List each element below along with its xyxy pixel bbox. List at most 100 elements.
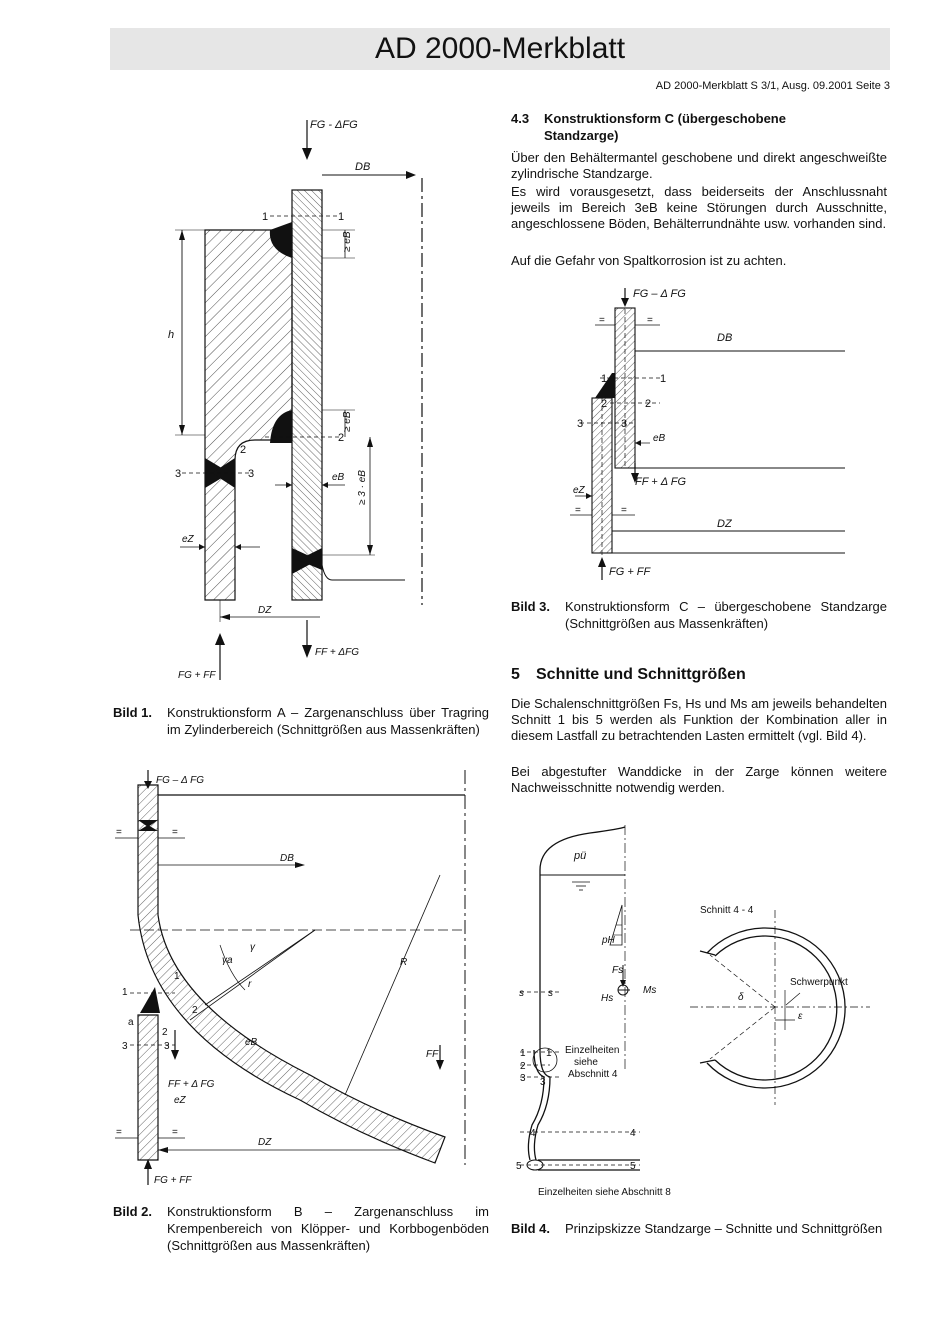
fig3-dz: DZ (717, 518, 733, 530)
section-5-number: 5 (511, 666, 520, 683)
fig3-force-bottom: FG + FF (609, 566, 652, 578)
fig4-epsilon: ε (798, 1011, 803, 1022)
figure-2-caption-label: Bild 2. (113, 1204, 153, 1219)
figure-1-caption-text: Konstruktionsform A – Zargenanschluss üb… (167, 705, 489, 737)
figure-1-caption-label: Bild 1. (113, 705, 153, 720)
figure-4-caption: Bild 4. Prinzipskizze Standzarge – Schni… (511, 1220, 887, 1256)
fig2-dz: DZ (258, 1137, 272, 1148)
figure-2-caption-text: Konstruktionsform B – Zargenanschluss im… (167, 1204, 489, 1253)
running-head: AD 2000-Merkblatt S 3/1, Ausg. 09.2001 S… (655, 80, 890, 92)
section-4-3-para-1: Über den Behältermantel geschobene und d… (511, 150, 887, 182)
fig2-gamma: γ (250, 942, 256, 953)
fig2-ez: eZ (174, 1095, 187, 1106)
fig2-c1: 1 (122, 987, 128, 998)
fig3-force-top: FG – Δ FG (633, 288, 686, 300)
figure-3-caption: Bild 3. Konstruktionsform C – übergescho… (511, 598, 887, 634)
section-4-3-para-2: Es wird vorausgesetzt, dass beiderseits … (511, 184, 887, 232)
fig1-c1r: 1 (338, 211, 344, 223)
fig4-s-left: s (519, 988, 524, 999)
figure-2-caption: Bild 2. Konstruktionsform B – Zargenansc… (113, 1203, 489, 1255)
fig3-db: DB (717, 332, 732, 344)
fig4-hs: Hs (601, 993, 613, 1004)
fig2-R: R (400, 957, 407, 968)
fig3-eq4: = (621, 505, 627, 516)
section-5-para-1: Die Schalenschnittgrößen Fs, Hs und Ms a… (511, 696, 887, 744)
fig3-c2: 2 (601, 398, 607, 410)
fig1-db-label: DB (355, 161, 370, 173)
fig4-n5r: 5 (630, 1161, 636, 1172)
figure-4-caption-label: Bild 4. (511, 1221, 551, 1236)
fig1-c2: 2 (240, 444, 246, 456)
fig3-c3: 3 (577, 418, 583, 430)
fig2-c2: 2 (162, 1027, 168, 1038)
section-5-para-2: Bei abgestufter Wanddicke in der Zarge k… (511, 764, 887, 796)
figure-1-caption: Bild 1. Konstruktionsform A – Zargenansc… (113, 704, 489, 756)
fig1-force-br: FF + ΔFG (315, 647, 359, 658)
fig4-n1: 1 (520, 1048, 526, 1059)
fig4-n4: 4 (530, 1128, 536, 1139)
fig3-c2r: 2 (645, 398, 651, 410)
figure-2-drawing: FG – Δ FG DB = = = = γ γa r R FF eB eZ D… (115, 770, 466, 1186)
fig4-n2: 2 (520, 1061, 526, 1072)
fig3-c1: 1 (601, 373, 607, 385)
fig1-force-bl: FG + FF (178, 670, 216, 681)
fig3-ez: eZ (573, 485, 586, 496)
fig1-eb: eB (332, 472, 345, 483)
fig2-r: r (248, 979, 252, 990)
fig1-ez: eZ (182, 534, 195, 545)
fig1-3eb: ≥ 3 · eB (357, 470, 368, 505)
fig1-eb-ge2: ≥ eB (342, 411, 353, 432)
fig1-c3r: 3 (248, 468, 254, 480)
fig2-force-mid: FF + Δ FG (168, 1079, 215, 1090)
fig4-schnitt44: Schnitt 4 - 4 (700, 905, 754, 916)
fig3-eq3: = (575, 505, 581, 516)
fig4-delta: δ (738, 992, 744, 1003)
figure-3-caption-label: Bild 3. (511, 599, 551, 614)
fig4-n1r: 1 (546, 1048, 552, 1059)
fig2-eq1: = (116, 827, 122, 838)
fig3-eb: eB (653, 433, 666, 444)
fig3-force-mid: FF + Δ FG (635, 476, 687, 488)
figure-3: FG – Δ FG DB eB eZ DZ FF + Δ FG FG + FF … (565, 283, 845, 583)
section-4-3-title: Konstruktionsform C (übergeschobene Stan… (544, 111, 786, 143)
fig2-eq3: = (116, 1127, 122, 1138)
figure-4-caption-text: Prinzipskizze Standzarge – Schnitte und … (565, 1221, 883, 1236)
fig4-n3: 3 (520, 1073, 526, 1084)
fig3-eq2: = (647, 315, 653, 326)
figure-1: FG - ΔFG DB h 1 1 ≥ eB ≥ eB 2 2 3 3 eB ≥… (160, 110, 450, 690)
fig2-c3b: 3 (164, 1041, 170, 1052)
fig3-eq1: = (599, 315, 605, 326)
fig4-ph: pH (601, 935, 616, 946)
fig1-c2r: 2 (338, 432, 344, 444)
fig2-eq4: = (172, 1127, 178, 1138)
section-4-3-number: 4.3 (511, 111, 530, 126)
fig4-schwerpunkt: Schwerpunkt (790, 977, 848, 988)
fig4-n5: 5 (516, 1161, 522, 1172)
fig2-force-top: FG – Δ FG (156, 775, 204, 786)
section-5-title: Schnitte und Schnittgrößen (536, 666, 746, 683)
fig1-c3: 3 (175, 468, 181, 480)
fig2-eq2: = (172, 827, 178, 838)
fig2-ff: FF (426, 1049, 439, 1060)
fig2-c1b: 1 (174, 971, 180, 982)
fig2-c3: 3 (122, 1041, 128, 1052)
fig4-pu: pü (573, 850, 586, 862)
document-title: AD 2000-Merkblatt (110, 28, 890, 70)
section-4-3-para-3: Auf die Gefahr von Spaltkorrosion ist zu… (511, 253, 787, 268)
figure-2: FG – Δ FG DB = = = = γ γa r R FF eB eZ D… (110, 765, 480, 1190)
fig1-force-top: FG - ΔFG (310, 119, 358, 131)
fig3-c1r: 1 (660, 373, 666, 385)
fig4-detail-bottom: Einzelheiten siehe Abschnitt 8 (538, 1187, 671, 1198)
figure-3-drawing: FG – Δ FG DB eB eZ DZ FF + Δ FG FG + FF … (570, 288, 845, 580)
fig2-c2b: 2 (192, 1005, 198, 1016)
fig4-ms: Ms (643, 985, 656, 996)
fig2-db: DB (280, 853, 294, 864)
fig2-gamma-a: γa (222, 955, 233, 966)
fig1-dz: DZ (258, 605, 272, 616)
figure-3-caption-text: Konstruktionsform C – übergeschobene Sta… (565, 599, 887, 631)
fig2-a: a (128, 1017, 134, 1028)
fig1-c1: 1 (262, 211, 268, 223)
fig3-c3r: 3 (621, 418, 627, 430)
